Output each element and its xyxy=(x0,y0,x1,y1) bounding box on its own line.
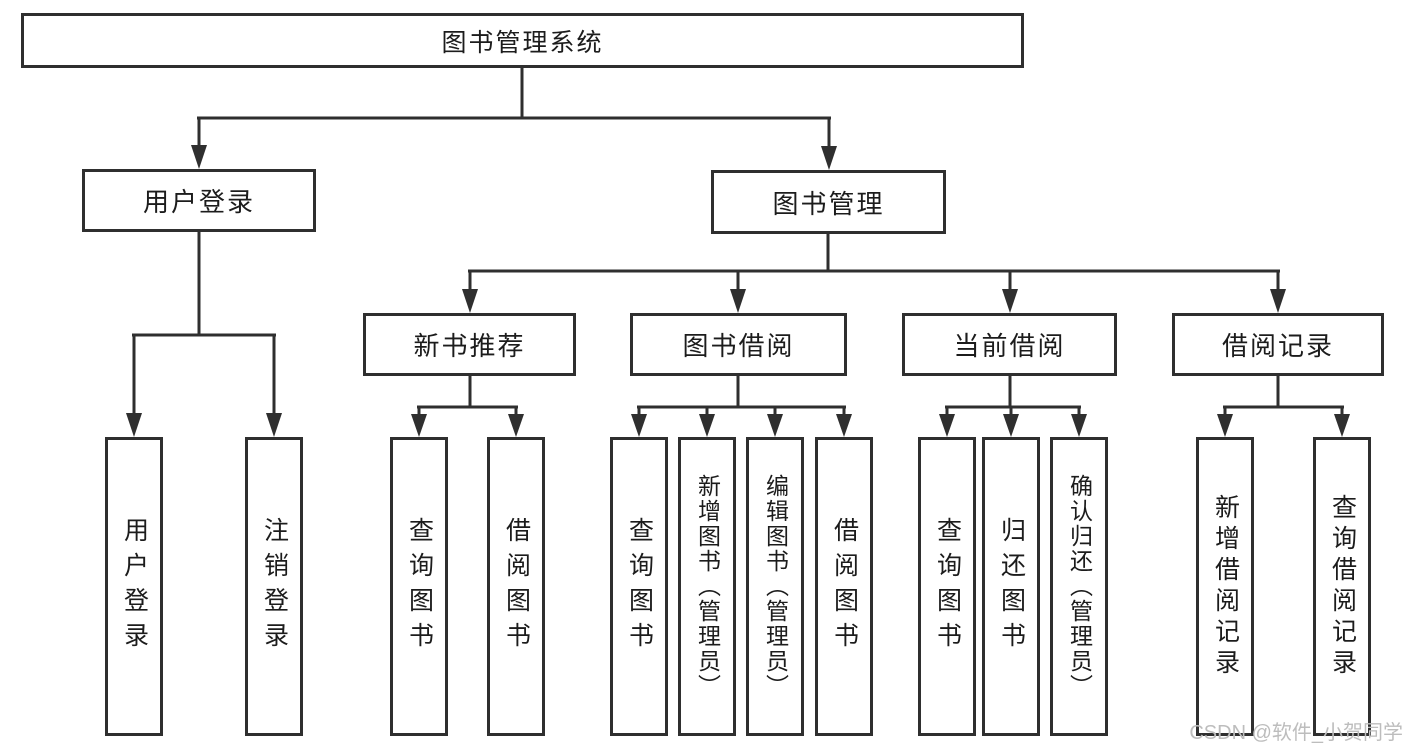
connector-user-login-junction xyxy=(126,232,282,437)
leaf-return-books: 归还图书 xyxy=(982,437,1040,736)
connector-new-book-junction xyxy=(411,376,524,437)
arrowhead xyxy=(462,289,478,313)
leaf-label: 编辑图书（管理员） xyxy=(762,474,789,699)
leaf-recommend-borrow-books: 借阅图书 xyxy=(487,437,545,736)
leaf-label: 借阅图书 xyxy=(502,516,531,657)
node-label: 新书推荐 xyxy=(413,331,526,361)
arrowhead xyxy=(836,414,852,437)
leaf-add-borrow-record: 新增借阅记录 xyxy=(1196,437,1254,736)
arrowhead xyxy=(1217,414,1233,437)
leaf-logout: 注销登录 xyxy=(245,437,303,736)
leaf-label: 归还图书 xyxy=(997,516,1026,657)
arrowhead xyxy=(1002,289,1018,313)
connector-root-junction xyxy=(191,68,837,170)
leaf-label: 查询借阅记录 xyxy=(1328,493,1357,680)
arrowhead xyxy=(411,414,427,437)
arrowhead xyxy=(939,414,955,437)
connector-borrow-record-junction xyxy=(1217,376,1350,437)
leaf-label: 新增借阅记录 xyxy=(1211,493,1240,680)
arrowhead xyxy=(1071,414,1087,437)
leaf-label: 确认归还（管理员） xyxy=(1066,474,1093,699)
leaf-query-borrow-record: 查询借阅记录 xyxy=(1313,437,1371,736)
leaf-current-query-books: 查询图书 xyxy=(918,437,976,736)
node-current-borrow: 当前借阅 xyxy=(902,313,1117,376)
csdn-watermark: CSDN @软件_小贺同学 xyxy=(1189,722,1403,744)
leaf-label: 用户登录 xyxy=(120,516,149,657)
leaf-borrow-query-books: 查询图书 xyxy=(610,437,668,736)
leaf-edit-books-admin: 编辑图书（管理员） xyxy=(746,437,804,736)
node-label: 图书管理系统 xyxy=(441,28,604,57)
leaf-recommend-query-books: 查询图书 xyxy=(390,437,448,736)
arrowhead xyxy=(821,146,837,170)
connector-book-borrow-junction xyxy=(631,376,852,437)
leaf-borrow-books: 借阅图书 xyxy=(815,437,873,736)
node-label: 图书管理 xyxy=(772,188,885,219)
arrowhead xyxy=(508,414,524,437)
arrowhead xyxy=(767,414,783,437)
node-new-book-recommend: 新书推荐 xyxy=(363,313,576,376)
node-label: 当前借阅 xyxy=(953,331,1066,361)
arrowhead xyxy=(126,413,142,437)
arrowhead xyxy=(730,289,746,313)
connector-current-borrow-junction xyxy=(939,376,1087,437)
node-book-borrow: 图书借阅 xyxy=(630,313,847,376)
leaf-label: 查询图书 xyxy=(405,516,434,657)
leaf-user-login: 用户登录 xyxy=(105,437,163,736)
node-book-management: 图书管理 xyxy=(711,170,946,234)
leaf-label: 查询图书 xyxy=(625,516,654,657)
leaf-label: 新增图书（管理员） xyxy=(694,474,721,699)
leaf-confirm-return-admin: 确认归还（管理员） xyxy=(1050,437,1108,736)
arrowhead xyxy=(266,413,282,437)
connector-book-mgmt-junction xyxy=(462,234,1286,313)
arrowhead xyxy=(699,414,715,437)
arrowhead xyxy=(1334,414,1350,437)
leaf-label: 查询图书 xyxy=(933,516,962,657)
node-borrow-record: 借阅记录 xyxy=(1172,313,1384,376)
node-system-root: 图书管理系统 xyxy=(21,13,1024,68)
node-label: 图书借阅 xyxy=(682,331,795,361)
arrowhead xyxy=(1270,289,1286,313)
leaf-label: 注销登录 xyxy=(260,516,289,657)
arrowhead xyxy=(631,414,647,437)
node-label: 借阅记录 xyxy=(1221,331,1334,361)
arrowhead xyxy=(1003,414,1019,437)
leaf-add-books-admin: 新增图书（管理员） xyxy=(678,437,736,736)
arrowhead xyxy=(191,145,207,169)
leaf-label: 借阅图书 xyxy=(830,516,859,657)
node-user-login: 用户登录 xyxy=(82,169,316,232)
node-label: 用户登录 xyxy=(142,187,255,217)
